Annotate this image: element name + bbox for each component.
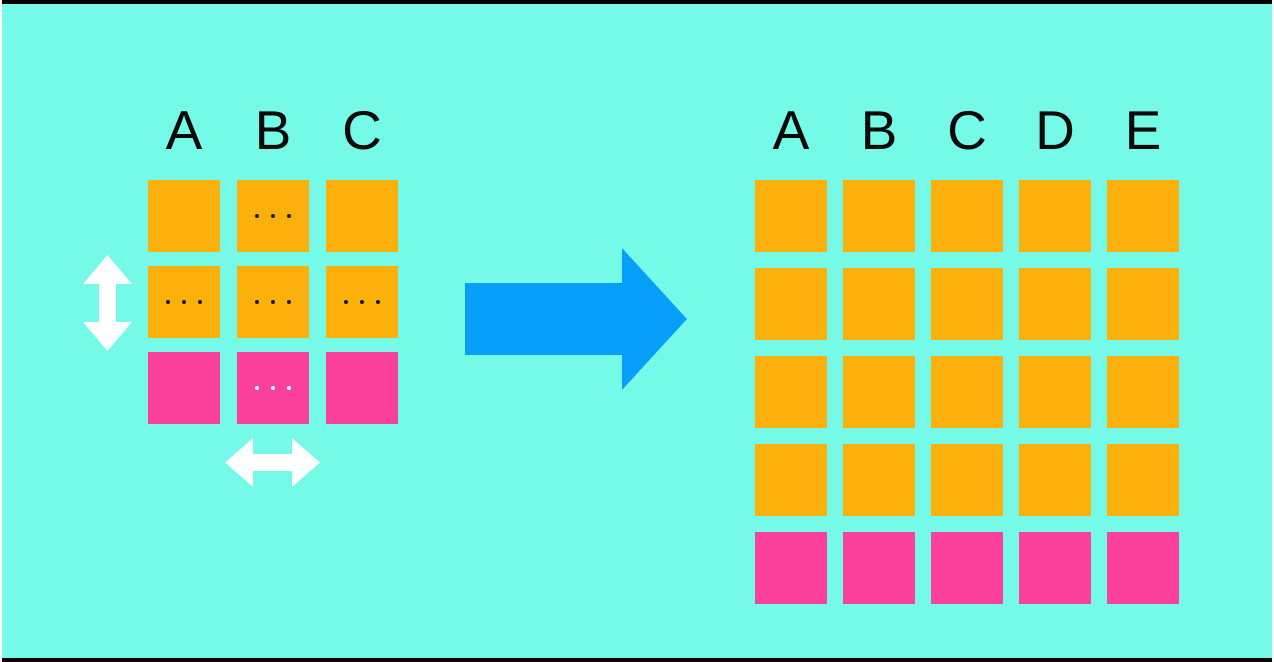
ellipsis-dot — [198, 300, 202, 304]
matrix-cell-pink — [237, 352, 309, 424]
column-label-b: B — [860, 99, 898, 161]
matrix-cell-pink — [1019, 532, 1091, 604]
matrix-cell-orange — [237, 266, 309, 338]
matrix-cell-orange — [1107, 356, 1179, 428]
matrix-cell-orange — [755, 268, 827, 340]
bottom-frame-bar — [2, 658, 1272, 662]
matrix-cell-pink — [148, 352, 220, 424]
matrix-cell-pink — [326, 352, 398, 424]
matrix-cell-orange — [1107, 268, 1179, 340]
matrix-cell-orange — [1019, 180, 1091, 252]
matrix-cell-pink — [931, 532, 1003, 604]
ellipsis-dots — [255, 214, 291, 218]
source-grid-cells — [148, 180, 398, 424]
transform-arrow-icon — [465, 248, 687, 390]
ellipsis-dots — [166, 300, 202, 304]
ellipsis-dot — [287, 386, 291, 390]
matrix-cell-orange — [931, 180, 1003, 252]
matrix-cell-orange — [931, 444, 1003, 516]
ellipsis-dot — [271, 300, 275, 304]
ellipsis-dot — [287, 214, 291, 218]
column-label-a: A — [165, 99, 203, 161]
ellipsis-dot — [166, 300, 170, 304]
ellipsis-dot — [376, 300, 380, 304]
matrix-cell-orange — [1107, 180, 1179, 252]
ellipsis-dot — [255, 214, 259, 218]
ellipsis-dot — [271, 214, 275, 218]
ellipsis-dots — [255, 386, 291, 390]
matrix-cell-orange — [1107, 444, 1179, 516]
ellipsis-dot — [287, 300, 291, 304]
result-grid-cells — [755, 180, 1179, 604]
matrix-cell-orange — [843, 444, 915, 516]
matrix-cell-orange — [148, 180, 220, 252]
matrix-cell-orange — [326, 266, 398, 338]
column-label-c: C — [947, 99, 987, 161]
matrix-cell-orange — [755, 180, 827, 252]
column-label-e: E — [1124, 99, 1162, 161]
ellipsis-dots — [344, 300, 380, 304]
horizontal-expand-arrow-icon — [225, 438, 320, 487]
matrix-cell-orange — [931, 356, 1003, 428]
vertical-expand-arrow-icon — [83, 255, 132, 351]
matrix-cell-orange — [148, 266, 220, 338]
matrix-cell-orange — [843, 268, 915, 340]
ellipsis-dot — [360, 300, 364, 304]
matrix-cell-orange — [326, 180, 398, 252]
matrix-cell-orange — [755, 356, 827, 428]
matrix-cell-orange — [931, 268, 1003, 340]
matrix-cell-orange — [1019, 356, 1091, 428]
ellipsis-dot — [344, 300, 348, 304]
matrix-cell-orange — [1019, 444, 1091, 516]
matrix-cell-pink — [843, 532, 915, 604]
column-label-c: C — [342, 99, 382, 161]
matrix-cell-pink — [755, 532, 827, 604]
column-label-d: D — [1035, 99, 1075, 161]
matrix-cell-orange — [843, 180, 915, 252]
ellipsis-dot — [255, 386, 259, 390]
column-label-b: B — [254, 99, 292, 161]
matrix-cell-orange — [237, 180, 309, 252]
matrix-cell-orange — [755, 444, 827, 516]
ellipsis-dot — [182, 300, 186, 304]
matrix-cell-pink — [1107, 532, 1179, 604]
ellipsis-dots — [255, 300, 291, 304]
matrix-cell-orange — [1019, 268, 1091, 340]
column-label-a: A — [772, 99, 810, 161]
matrix-cell-orange — [843, 356, 915, 428]
ellipsis-dot — [271, 386, 275, 390]
top-frame-bar — [2, 0, 1272, 4]
ellipsis-dot — [255, 300, 259, 304]
